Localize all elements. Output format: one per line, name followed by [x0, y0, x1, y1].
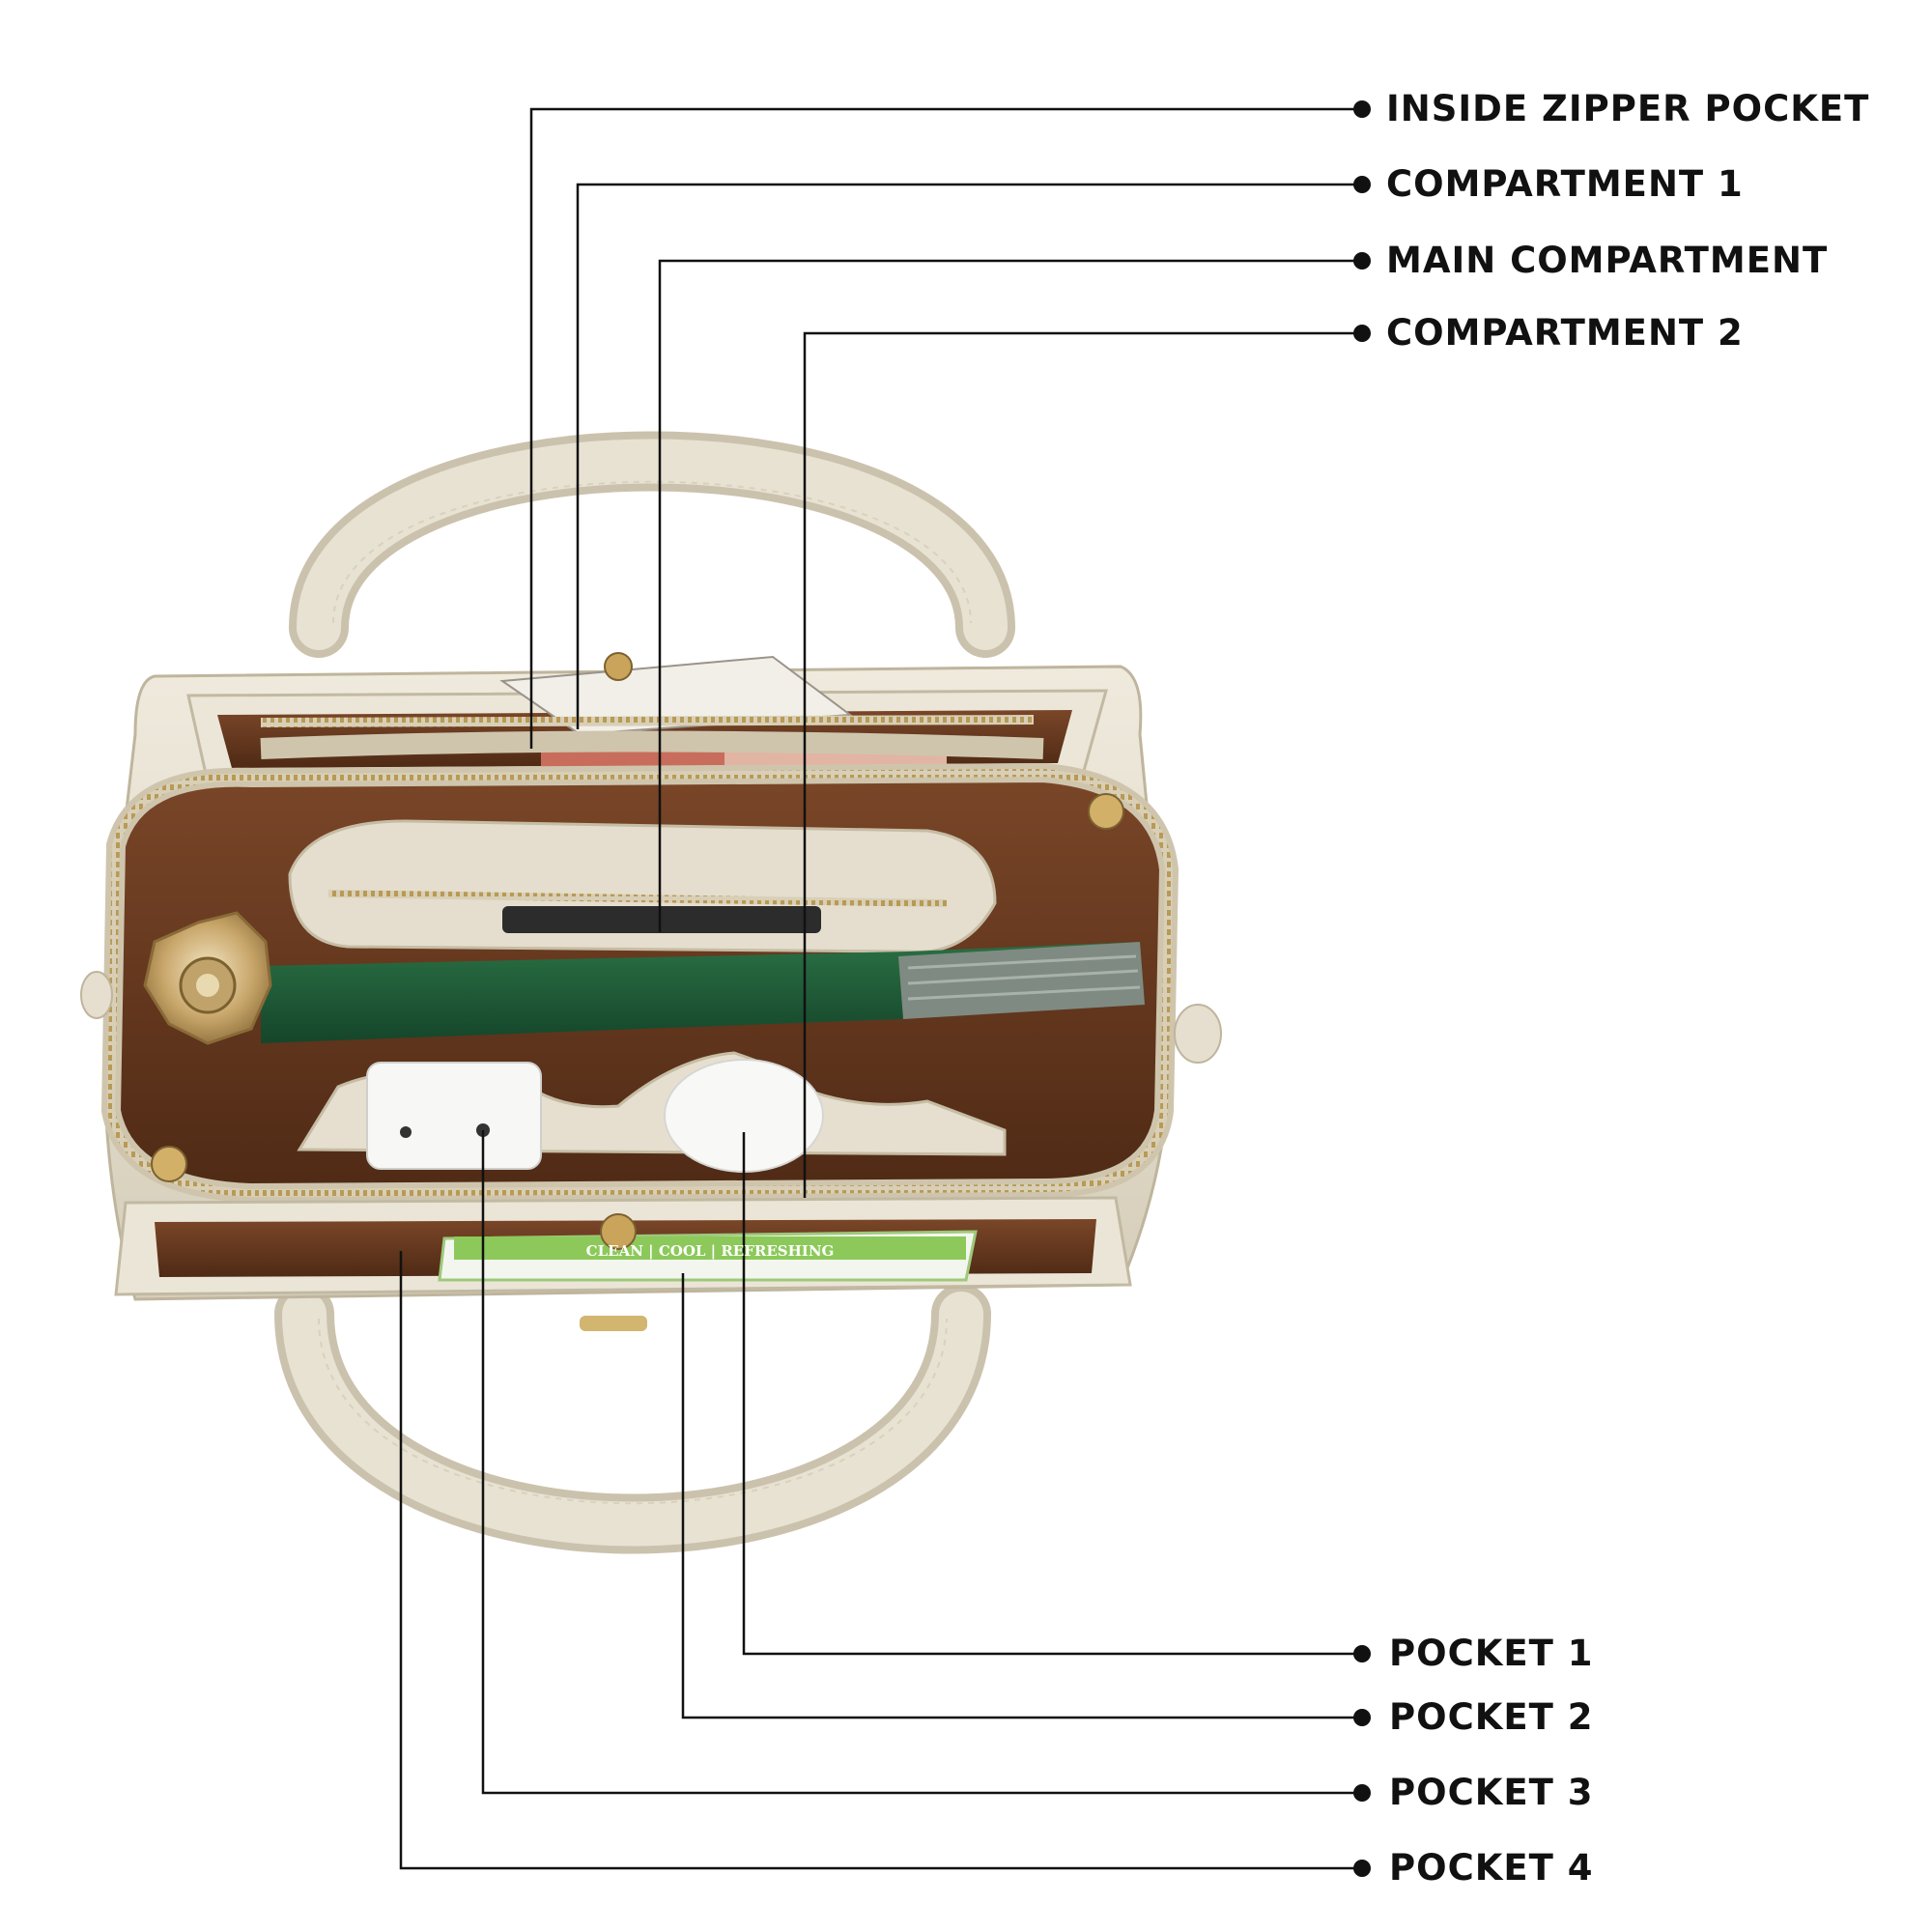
- label-main-compartment: MAIN COMPARTMENT: [1386, 240, 1829, 281]
- leader-compartment-1: [576, 183, 1359, 729]
- label-compartment-2: COMPARTMENT 2: [1386, 312, 1744, 354]
- leader-pocket-4: [399, 1251, 1359, 1870]
- label-pocket-3: POCKET 3: [1389, 1772, 1594, 1813]
- label-pocket-2: POCKET 2: [1389, 1696, 1594, 1738]
- leader-inside-zipper-pocket: [529, 107, 1359, 749]
- bullet-dot-icon: [1353, 325, 1371, 342]
- label-pocket-4: POCKET 4: [1389, 1847, 1594, 1889]
- gold-hardware: [80, 652, 1222, 1331]
- main-compartment-area: [100, 762, 1179, 1204]
- leader-pocket-2: [681, 1273, 1359, 1719]
- leader-lines: [399, 107, 1359, 1870]
- label-inside-zipper-pocket: INSIDE ZIPPER POCKET: [1386, 88, 1870, 129]
- bullet-dot-icon: [1353, 252, 1371, 270]
- bottom-handle: [274, 1284, 991, 1554]
- leader-pocket-3: [481, 1130, 1359, 1795]
- bullet-dot-icon: [1353, 1860, 1371, 1877]
- label-pocket-1: POCKET 1: [1389, 1633, 1594, 1674]
- bullet-dot-icon: [1353, 1709, 1371, 1726]
- bullet-dot-icon: [1353, 176, 1371, 193]
- bullet-dots: [1353, 100, 1371, 1877]
- bullet-dot-icon: [1353, 100, 1371, 118]
- leader-compartment-2: [803, 331, 1359, 1198]
- top-handle: [289, 431, 1015, 658]
- bullet-dot-icon: [1353, 1645, 1371, 1662]
- leader-main-compartment: [658, 259, 1359, 932]
- leader-pocket-1: [742, 1132, 1359, 1656]
- wipes-packet-text: CLEAN | COOL | REFRESHING: [586, 1242, 835, 1260]
- bullet-dot-icon: [1353, 1784, 1371, 1802]
- label-compartment-1: COMPARTMENT 1: [1386, 163, 1744, 205]
